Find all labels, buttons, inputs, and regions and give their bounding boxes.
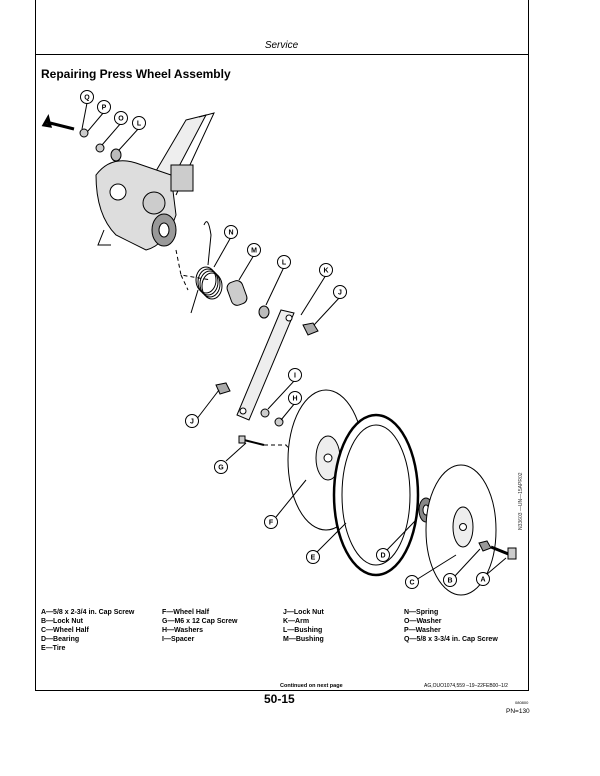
legend-column-4: N—Spring O—Washer P—Washer Q—5/8 x 3-3/4… [404,608,525,653]
legend-item: C—Wheel Half [41,627,89,634]
svg-text:G: G [218,465,224,472]
legend-item: H—Washers [162,627,203,634]
legend-item: N—Spring [404,609,439,616]
document-code: AG,OUO1074,559 –19–22FEB00–1/2 [424,683,508,689]
legend-item: O—Washer [404,618,442,625]
legend-item: L—Bushing [283,627,323,634]
spacer-i [260,408,270,418]
svg-text:N: N [228,230,233,237]
legend-column-1: A—5/8 x 2-3/4 in. Cap Screw B—Lock Nut C… [41,608,162,653]
continued-note: Continued on next page [280,683,343,689]
callout-n: N [224,225,238,239]
legend-item: D—Bearing [41,636,80,643]
svg-text:Q: Q [84,95,90,102]
svg-text:B: B [447,578,452,585]
spring-n [190,221,223,314]
svg-text:A: A [480,577,485,584]
legend-item: E—Tire [41,645,66,652]
bracket-block [170,164,194,192]
svg-text:K: K [323,268,328,275]
svg-text:H: H [292,396,297,403]
bracket-foot [97,229,111,246]
date-code: 080800 [515,700,529,705]
washer-p [79,128,89,138]
svg-text:M: M [251,248,257,255]
callout-m: M [247,243,261,257]
svg-text:J: J [190,419,194,426]
legend-column-2: F—Wheel Half G—M6 x 12 Cap Screw H—Washe… [162,608,283,653]
cap-screw-q [41,114,75,131]
legend-item: B—Lock Nut [41,618,83,625]
callout-a: A [476,572,490,586]
press-wheel-diagram: Q P O L N M L K J I H J G F E D C B A [41,90,517,596]
bracket-boss [142,191,166,215]
callout-f: F [264,515,278,529]
bushing-l-top [110,148,122,162]
legend-item: P—Washer [404,627,441,634]
svg-text:E: E [311,555,316,562]
callout-l-top: L [132,116,146,130]
page-frame [35,0,529,691]
callout-l: L [277,255,291,269]
legend-item: F—Wheel Half [162,609,210,616]
bushing-l [258,305,270,319]
callout-j-right: J [333,285,347,299]
svg-text:P: P [102,105,107,112]
callout-b: B [443,573,457,587]
cap-screw-g [243,439,265,446]
bracket-hole [109,183,127,201]
callout-q: Q [80,90,94,104]
parts-legend: A—5/8 x 2-3/4 in. Cap Screw B—Lock Nut C… [41,608,525,653]
callout-o: O [114,111,128,125]
legend-item: A—5/8 x 2-3/4 in. Cap Screw [41,609,135,616]
legend-item: G—M6 x 12 Cap Screw [162,618,238,625]
arm-k [236,309,295,421]
legend-item: K—Arm [283,618,310,625]
callout-i: I [288,368,302,382]
svg-text:J: J [338,290,342,297]
svg-text:D: D [380,553,385,560]
lock-nut-j-right [302,322,319,336]
callout-p: P [97,100,111,114]
header-rule [35,54,528,55]
callout-c: C [405,575,419,589]
section-header: Service [264,40,299,51]
svg-text:I: I [294,373,296,380]
callout-labels: Q P O L N M L K J I H J G F E D C B A [80,90,490,589]
legend-item: M—Bushing [283,636,324,643]
legend-item: J—Lock Nut [283,609,324,616]
legend-column-3: J—Lock Nut K—Arm L—Bushing M—Bushing [283,608,404,653]
callout-k: K [319,263,333,277]
lock-nut-j-left [215,382,231,395]
legend-item: I—Spacer [162,636,195,643]
pn-label: PN=130 [506,708,530,715]
bushing-m [226,280,248,306]
svg-text:L: L [282,260,287,267]
callout-j-left: J [185,414,199,428]
svg-text:C: C [409,580,414,587]
callout-g: G [214,460,228,474]
svg-text:L: L [137,121,142,128]
legend-item: Q—5/8 x 3-3/4 in. Cap Screw [404,636,498,643]
svg-text:O: O [118,116,124,123]
callout-e: E [306,550,320,564]
callout-h: H [288,391,302,405]
figure-id: N33603 —UN—15APR02 [518,472,524,530]
washer-o [95,143,105,153]
svg-text:F: F [269,520,274,527]
page-number: 50-15 [264,692,295,706]
callout-d: D [376,548,390,562]
page-title: Repairing Press Wheel Assembly [41,67,231,81]
